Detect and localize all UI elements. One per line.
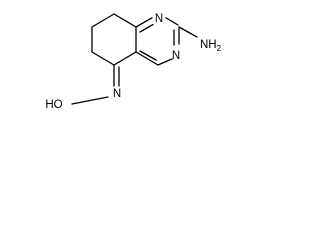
- bond-c8a-n1-inner: [139, 23, 154, 33]
- atom-label-n3: N: [172, 50, 180, 62]
- bond-c4-c4a-inner: [139, 50, 157, 61]
- amino-subscript: 2: [217, 44, 222, 53]
- atom-label-amino: NH2: [200, 39, 222, 53]
- atom-label-oxime-n: N: [113, 88, 121, 100]
- bond-n3-c4: [157, 58, 173, 66]
- bond-oxime-n-o: [71, 96, 109, 105]
- atom-label-n1: N: [155, 13, 163, 25]
- bond-c8a-n1: [135, 17, 153, 28]
- bond-c4a-c5: [113, 51, 137, 66]
- bond-c2-amino: [178, 26, 198, 38]
- atom-label-hydroxyl: HO: [45, 99, 62, 111]
- bond-c8-c8a: [113, 13, 137, 28]
- bond-n1-c2: [165, 17, 179, 26]
- bond-c5-c6: [91, 51, 115, 66]
- chemical-structure-diagram: N N NH2 N HO: [45, 13, 222, 111]
- amino-nh: NH: [200, 39, 217, 51]
- bond-c4-c4a: [135, 51, 159, 66]
- bond-c7-c8: [91, 13, 115, 28]
